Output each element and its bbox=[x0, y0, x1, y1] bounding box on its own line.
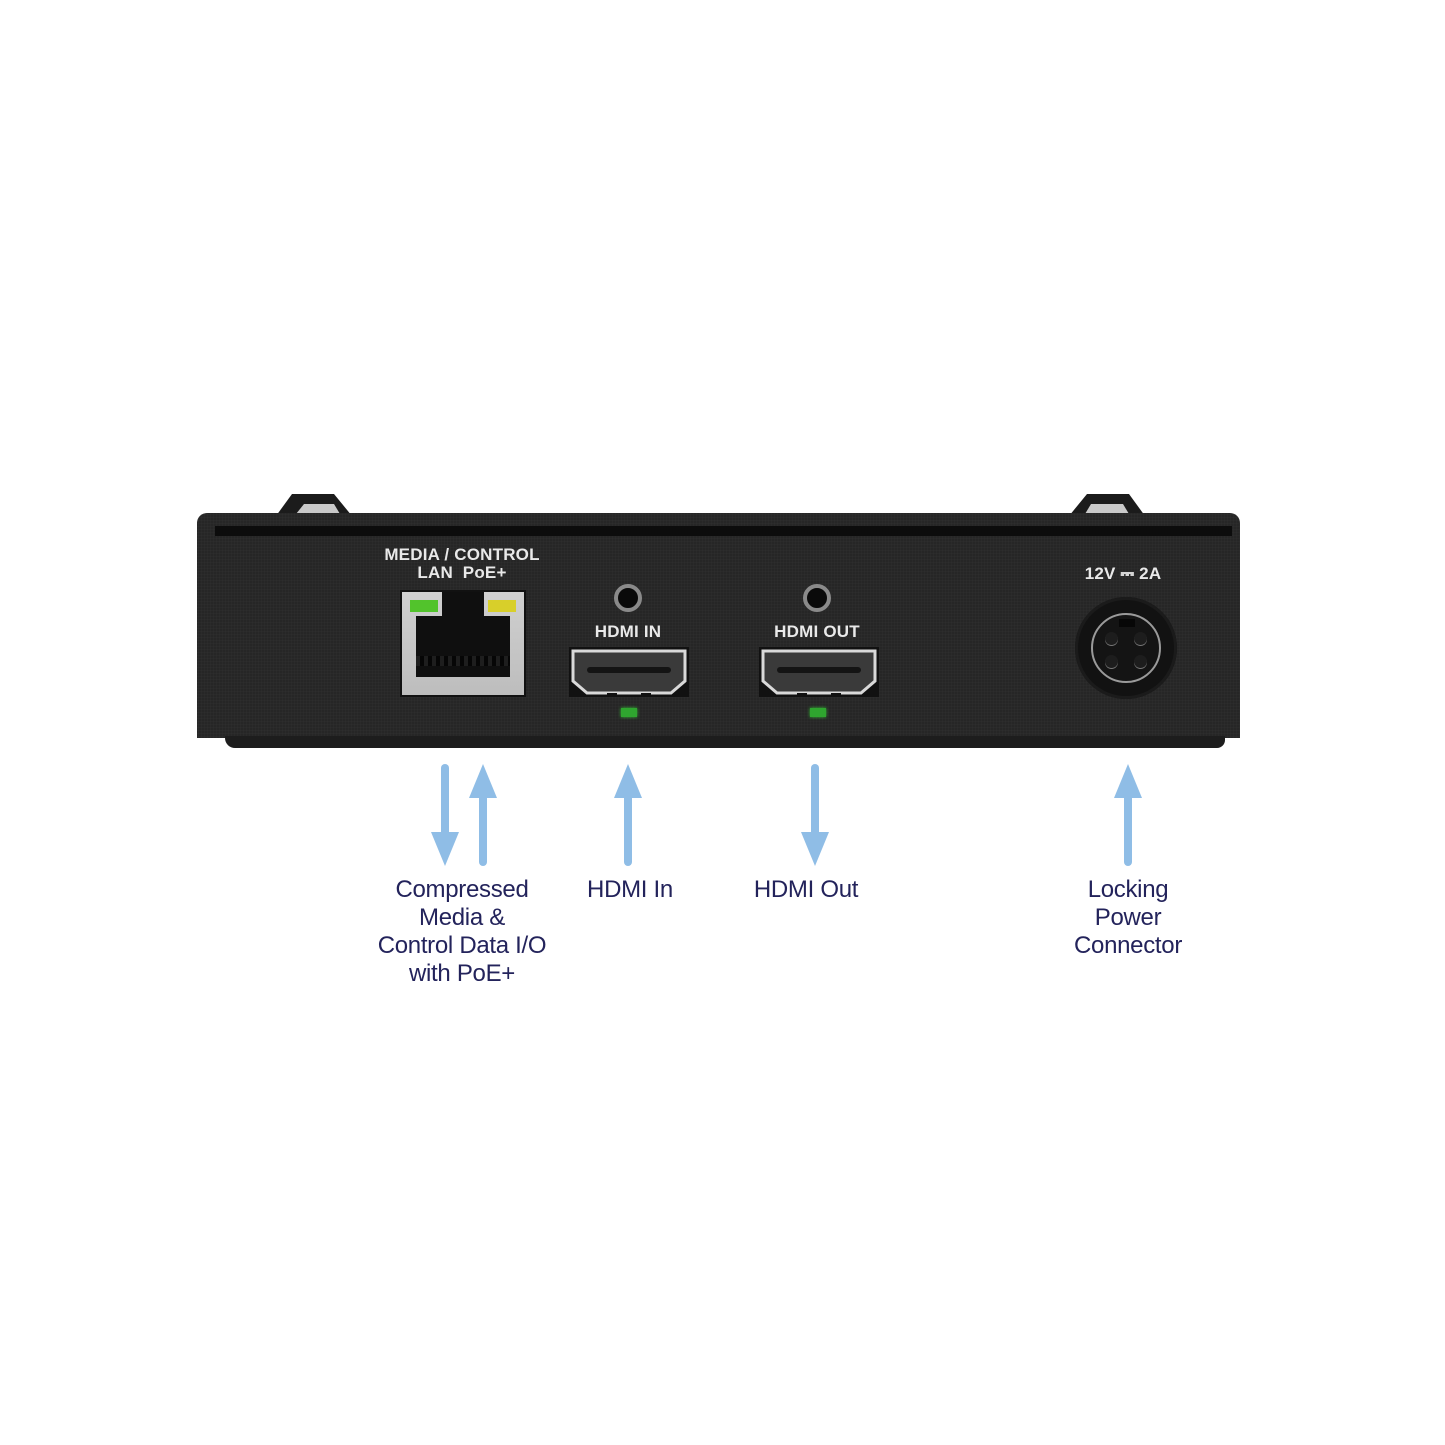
arrow-up-icon bbox=[1114, 764, 1142, 866]
rj45-socket bbox=[416, 616, 510, 677]
hdmi-in-port[interactable] bbox=[569, 647, 689, 699]
power-pin bbox=[1105, 655, 1118, 668]
rj45-latch bbox=[442, 592, 484, 616]
hdmi-in-status-led bbox=[621, 708, 637, 717]
hdmi-out-port[interactable] bbox=[759, 647, 879, 699]
callout-line: HDMI Out bbox=[753, 876, 859, 903]
rj45-pins bbox=[416, 656, 510, 666]
callout-lan: Compressed Media & Control Data I/O with… bbox=[342, 876, 582, 988]
poe-led-yellow bbox=[488, 600, 516, 612]
callout-line: Compressed bbox=[395, 876, 529, 903]
power-key bbox=[1119, 619, 1135, 627]
callout-line: with PoE+ bbox=[408, 960, 516, 987]
audio-jack-in[interactable] bbox=[614, 584, 642, 612]
power-pin bbox=[1105, 632, 1118, 645]
hdmi-out-status-led bbox=[810, 708, 826, 717]
callout-power: Locking Power Connector bbox=[1048, 876, 1208, 960]
arrow-down-icon bbox=[431, 764, 459, 866]
callout-line: Power bbox=[1094, 904, 1162, 931]
arrow-down-icon bbox=[801, 764, 829, 866]
hdmi-out-label: HDMI OUT bbox=[774, 622, 860, 641]
device-rear-panel bbox=[197, 513, 1240, 738]
mounting-tab-left bbox=[276, 492, 352, 516]
locking-power-connector[interactable] bbox=[1075, 597, 1177, 699]
lan-header-label: MEDIA / CONTROL bbox=[384, 545, 540, 564]
mounting-tab-right bbox=[1069, 492, 1145, 516]
callout-hdmi-out: HDMI Out bbox=[736, 876, 876, 904]
arrow-up-icon bbox=[469, 764, 497, 866]
power-connector-ring bbox=[1091, 613, 1161, 683]
panel-groove bbox=[215, 526, 1232, 536]
device-base bbox=[225, 736, 1225, 748]
audio-jack-out[interactable] bbox=[803, 584, 831, 612]
callout-line: Connector bbox=[1073, 932, 1183, 959]
callout-line: Control Data I/O bbox=[377, 932, 547, 959]
callout-hdmi-in: HDMI In bbox=[560, 876, 700, 904]
rj45-lan-port[interactable] bbox=[400, 590, 526, 697]
callout-line: HDMI In bbox=[587, 876, 673, 903]
lan-sub-label: LAN PoE+ bbox=[417, 563, 507, 582]
power-pin bbox=[1134, 632, 1147, 645]
power-pin bbox=[1134, 655, 1147, 668]
callout-line: Media & bbox=[419, 904, 505, 931]
power-rating-label: 12V ⎓ 2A bbox=[1084, 564, 1162, 583]
arrow-up-icon bbox=[614, 764, 642, 866]
hdmi-in-label: HDMI IN bbox=[594, 622, 662, 641]
lan-led-green bbox=[410, 600, 438, 612]
callout-line: Locking bbox=[1087, 876, 1169, 903]
